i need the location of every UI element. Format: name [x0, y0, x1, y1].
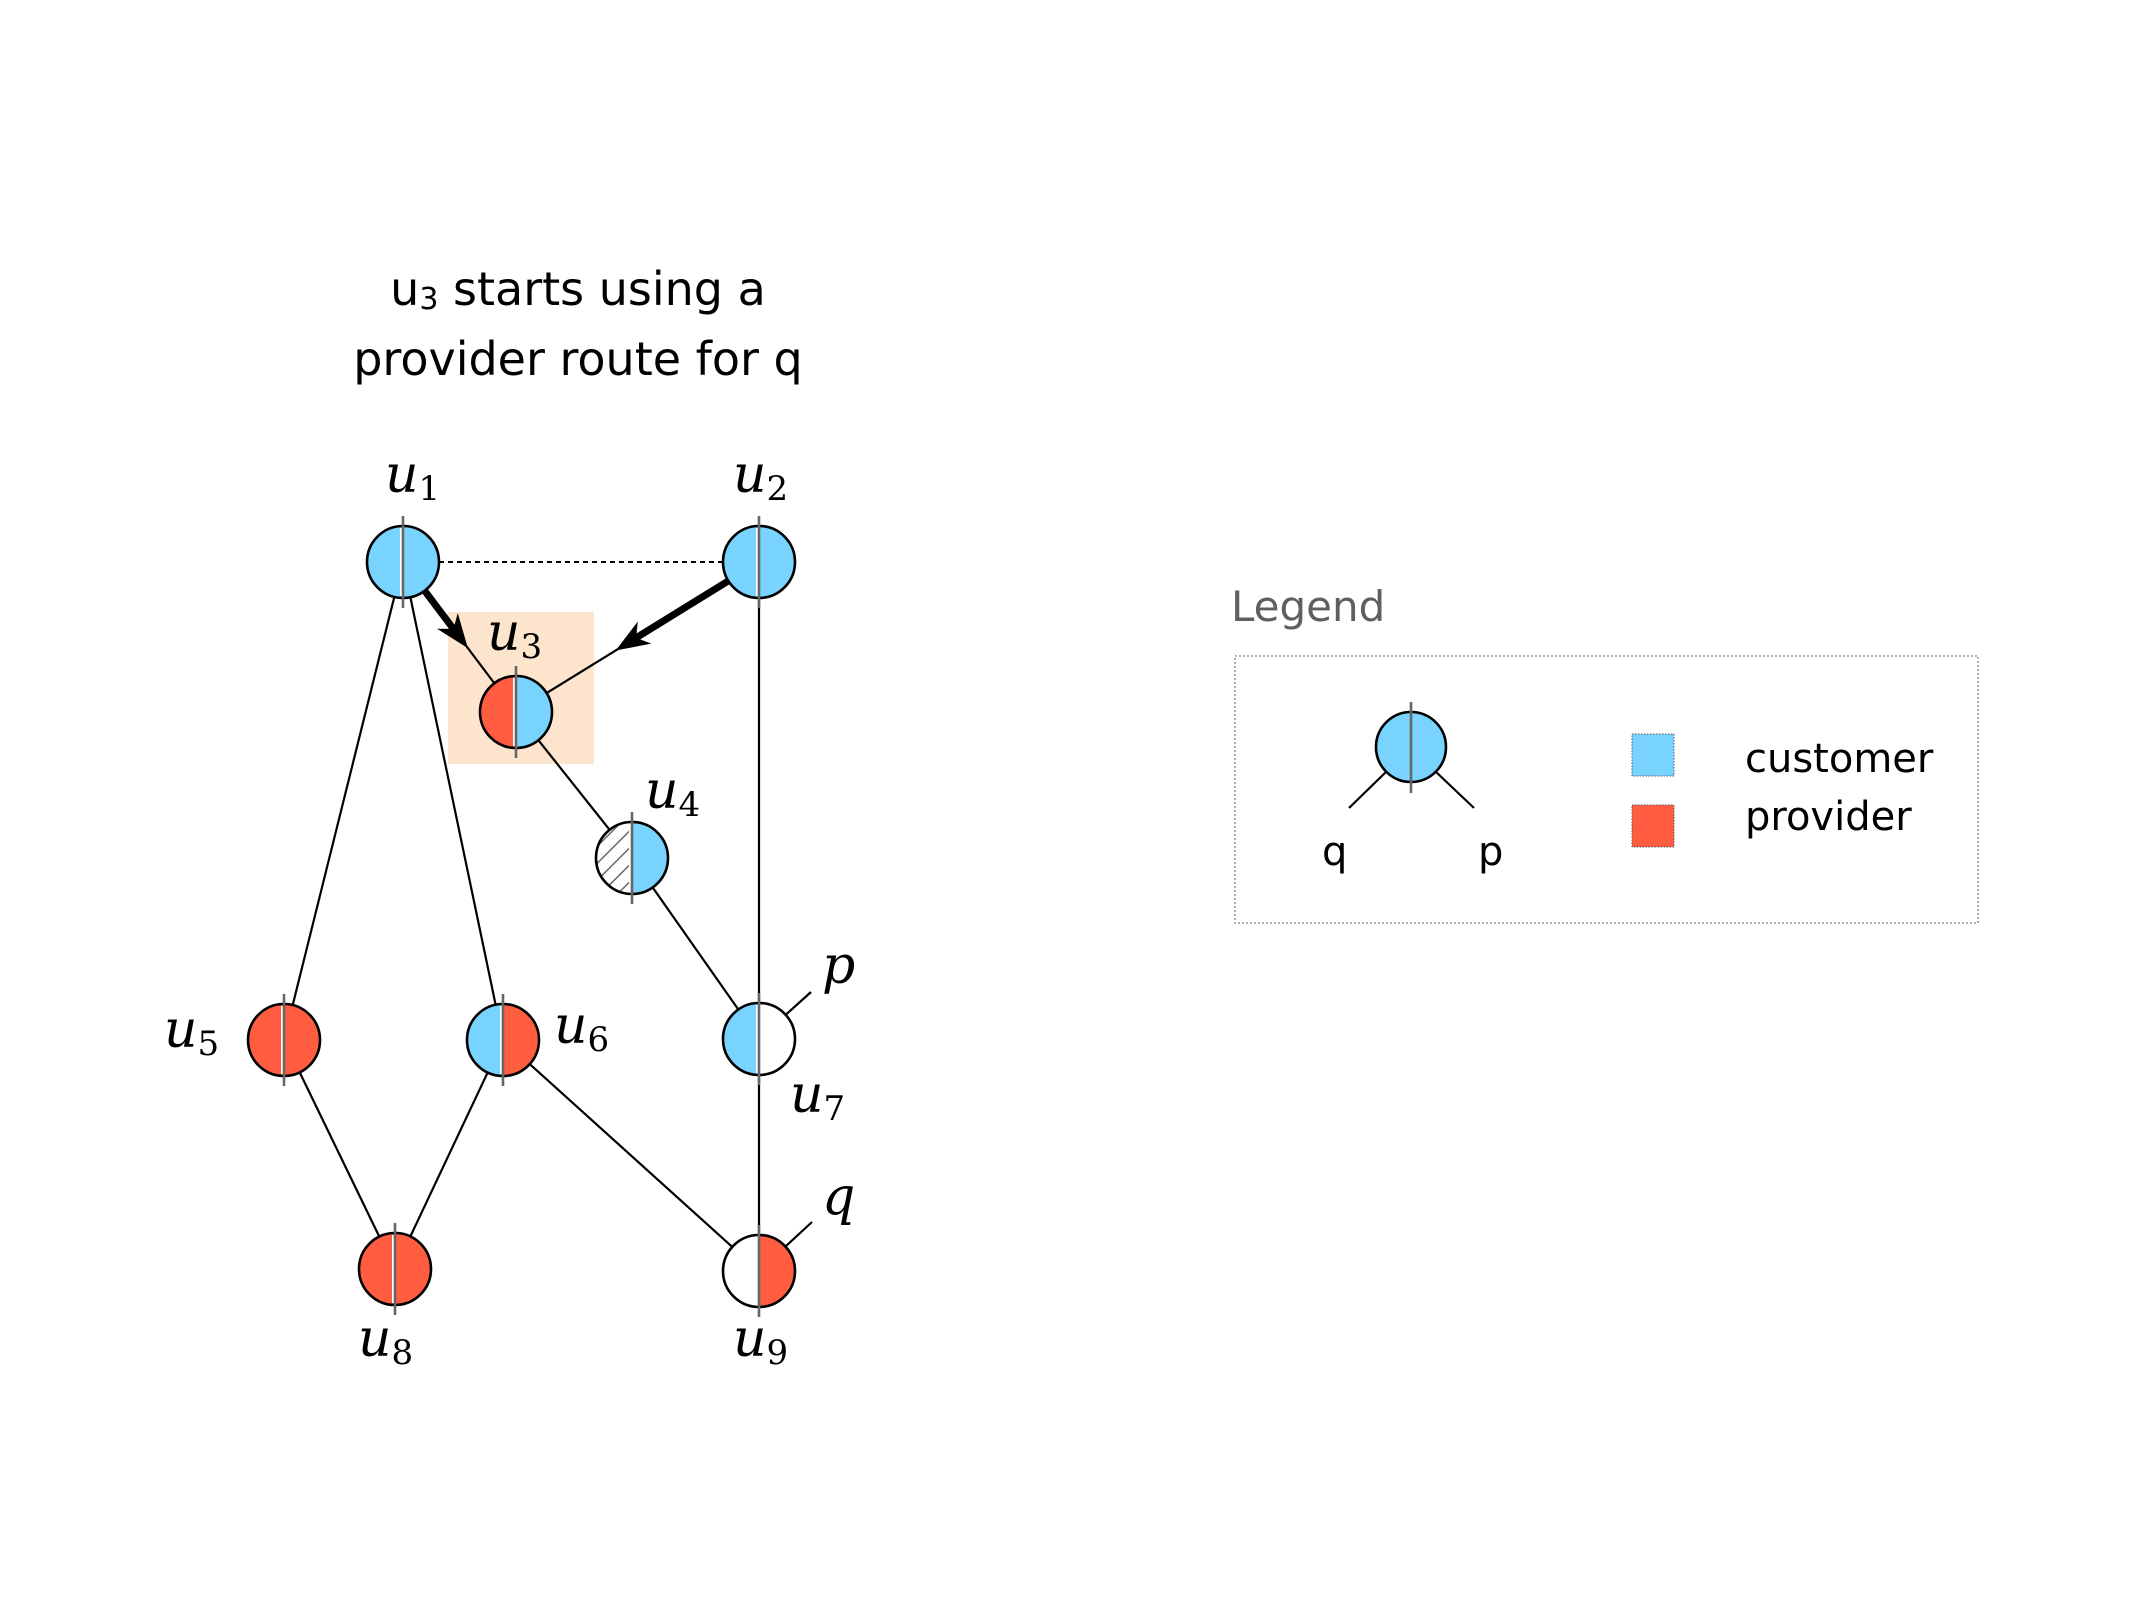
title-line-2: provider route for q [353, 332, 803, 386]
nodes [246, 516, 797, 1317]
node-label-u9: u9 [733, 1309, 788, 1373]
edge-u1-u3-arrow-shaft [421, 588, 458, 633]
legend-node-example: q p [1322, 702, 1503, 875]
node-u3-left-half [481, 677, 516, 747]
node-u1-left-half [368, 527, 403, 597]
node-label-u6: u6 [554, 996, 609, 1060]
node-u6 [465, 994, 541, 1086]
edge-u4-u7 [651, 886, 740, 1011]
node-label-u2: u2 [733, 445, 788, 509]
node-label-u3: u3 [487, 603, 542, 667]
legend-node-right-half [1411, 712, 1446, 782]
node-u8-right-half [395, 1234, 430, 1304]
edge-u1-u5 [291, 596, 396, 1006]
node-u4 [594, 812, 670, 904]
edge-u1-u3-arrowhead-icon [437, 613, 468, 649]
node-u1-right-half [403, 527, 438, 597]
node-u7 [721, 993, 797, 1085]
node-label-u8: u8 [358, 1309, 413, 1373]
stub-label-p: p [822, 936, 855, 996]
node-u6-right-half [503, 1005, 538, 1075]
title-line-1: u3 starts using a [390, 262, 766, 317]
stub-p [784, 991, 812, 1016]
node-u3-right-half [516, 677, 551, 747]
legend-q-label: q [1322, 829, 1347, 875]
node-u2-right-half [759, 527, 794, 597]
edges [291, 561, 813, 1248]
edge-u2-u3-arrow-shaft [632, 577, 731, 642]
provider-swatch [1631, 804, 1675, 848]
legend: Legend q p customer provider [1231, 582, 1979, 924]
node-u4-right-half [632, 823, 667, 893]
node-u6-left-half [468, 1005, 503, 1075]
legend-q-stub [1348, 770, 1388, 809]
edge-u6-u9 [528, 1063, 734, 1248]
legend-p-stub [1434, 770, 1475, 809]
node-label-u4: u4 [645, 761, 700, 825]
stub-label-q: q [822, 1167, 855, 1227]
diagram-title: u3 starts using a provider route for q [353, 262, 803, 386]
node-u9 [721, 1225, 797, 1317]
node-label-u1: u1 [385, 445, 440, 509]
node-u5 [246, 994, 322, 1086]
node-u9-right-half [759, 1236, 794, 1306]
stub-q [784, 1221, 813, 1248]
node-label-u5: u5 [164, 1000, 219, 1064]
node-u7-right-half [759, 1004, 794, 1074]
edge-u6-u8 [409, 1072, 489, 1237]
customer-label: customer [1745, 736, 1934, 782]
edge-u1-u6 [409, 597, 497, 1005]
node-labels: p q u1 u2 u3 u4 u5 u6 u7 u8 u9 [164, 445, 855, 1373]
customer-swatch [1631, 733, 1675, 777]
node-u5-left-half [249, 1005, 284, 1075]
node-u8-left-half [360, 1234, 395, 1304]
edge-u5-u8 [298, 1071, 381, 1238]
node-u5-right-half [284, 1005, 319, 1075]
legend-item-provider: provider [1631, 794, 1912, 848]
node-u1 [365, 516, 441, 608]
node-u2 [721, 516, 797, 608]
node-u8 [357, 1223, 433, 1315]
edge-u3-u4 [537, 739, 611, 831]
node-u7-left-half [724, 1004, 759, 1074]
edge-u2-u3-arrowhead-icon [615, 621, 652, 651]
node-u9-left-half [724, 1236, 759, 1306]
legend-item-customer: customer [1631, 733, 1934, 782]
node-label-u7: u7 [790, 1065, 845, 1129]
legend-p-label: p [1478, 829, 1503, 875]
provider-label: provider [1745, 794, 1912, 840]
node-u4-left-half [597, 823, 632, 893]
node-u3 [478, 666, 554, 758]
node-u2-left-half [724, 527, 759, 597]
legend-box [1234, 655, 1979, 924]
legend-node-left-half [1376, 712, 1411, 782]
legend-title: Legend [1231, 582, 1385, 631]
